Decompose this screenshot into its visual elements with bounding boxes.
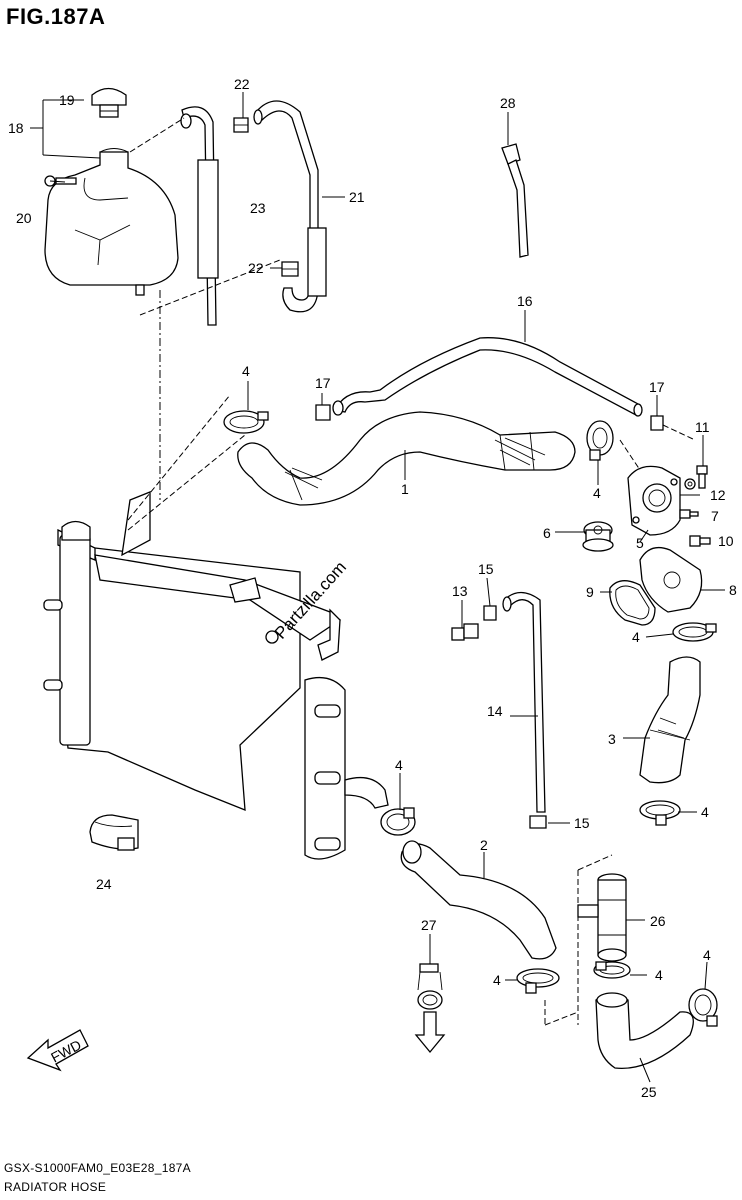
callout-4-h: 4 [703,947,711,963]
reservoir-tank[interactable] [44,148,179,296]
washer-12[interactable] [684,478,696,490]
callout-4-e: 4 [701,804,709,820]
callout-11: 11 [695,419,710,435]
callout-27: 27 [421,917,437,933]
callout-24: 24 [96,876,112,892]
callout-4-f: 4 [493,972,501,988]
callout-9: 9 [586,584,594,600]
radiator[interactable] [43,491,389,860]
hose-clip-upper[interactable] [233,117,249,133]
radiator-hose-3[interactable] [639,656,701,784]
hose-clamp-thermostat[interactable] [672,622,717,642]
o-ring[interactable] [609,580,656,626]
hose-clamp-lower-radiator[interactable] [380,807,416,836]
thermostat-case[interactable] [639,546,703,613]
water-pipe-26[interactable] [577,873,627,962]
hose-clamp-hose3[interactable] [639,800,681,826]
callout-22-a: 22 [234,76,250,92]
callout-18: 18 [8,120,24,136]
callout-26: 26 [650,913,666,929]
callout-23: 23 [250,200,266,216]
callout-6: 6 [543,525,551,541]
fwd-arrow-icon: FWD [26,1029,89,1072]
callout-15-b: 15 [574,815,590,831]
bolt-10[interactable] [689,535,711,547]
callout-17-b: 17 [649,379,665,395]
hose-clip-15-lower[interactable] [529,815,547,829]
hose-clamp-hose25[interactable] [688,988,718,1027]
tank-bolt[interactable] [44,175,77,187]
callout-16: 16 [517,293,533,309]
callout-5: 5 [636,535,644,551]
callout-4-d: 4 [395,757,403,773]
callout-4-b: 4 [593,485,601,501]
callout-28: 28 [500,95,516,111]
thermostat-cover[interactable] [627,465,681,536]
callout-8: 8 [729,582,737,598]
callout-7: 7 [711,508,719,524]
callout-12: 12 [710,487,726,503]
callout-22-b: 22 [248,260,264,276]
leader-lines [30,92,725,1083]
callout-2: 2 [480,837,488,853]
reservoir-cap[interactable] [91,87,127,118]
hose-clamp-27[interactable] [414,963,446,1054]
callout-21: 21 [349,189,365,205]
bolt-11[interactable] [696,465,708,489]
callout-17-a: 17 [315,375,331,391]
breather-hose-16[interactable] [332,337,643,417]
hose-clip-17-right[interactable] [650,415,664,431]
cable-tie[interactable] [501,143,529,258]
callout-20: 20 [16,210,32,226]
hose-clamp-upper-right[interactable] [586,420,614,461]
overflow-hose[interactable] [180,106,219,326]
figure-code: GSX-S1000FAM0_E03E28_187A [4,1161,191,1175]
radiator-guard[interactable] [89,814,139,851]
hose-clamp-upper-left[interactable] [223,410,269,434]
callout-14: 14 [487,703,503,719]
bolt-7[interactable] [679,509,699,519]
hose-clip-17-left[interactable] [315,404,331,421]
water-hose-25[interactable] [595,992,694,1070]
callout-15-a: 15 [478,561,494,577]
hose-clip-15-upper[interactable] [483,605,497,621]
union-13[interactable] [451,623,479,641]
callout-3: 3 [608,731,616,747]
radiator-hose-1[interactable] [237,411,576,506]
figure-name: RADIATOR HOSE [4,1180,107,1194]
callout-4-a: 4 [242,363,250,379]
callout-4-g: 4 [655,967,663,983]
bypass-hose-14[interactable] [502,591,546,813]
hose-clamp-pipe26[interactable] [593,961,631,979]
hose-clamp-hose2[interactable] [516,968,560,994]
radiator-hose-2[interactable] [400,840,557,960]
callout-4-c: 4 [632,629,640,645]
callout-labels: 1 2 3 4 4 4 4 4 4 4 4 5 6 7 8 9 10 11 12… [8,76,737,1100]
callout-13: 13 [452,583,468,599]
callout-1: 1 [401,481,409,497]
callout-19: 19 [59,92,75,108]
callout-10: 10 [718,533,734,549]
thermostat[interactable] [582,521,614,552]
reservoir-hose[interactable] [253,100,327,313]
callout-25: 25 [641,1084,657,1100]
hose-clip-lower[interactable] [281,261,299,277]
figure-title: FIG.187A [6,4,106,29]
